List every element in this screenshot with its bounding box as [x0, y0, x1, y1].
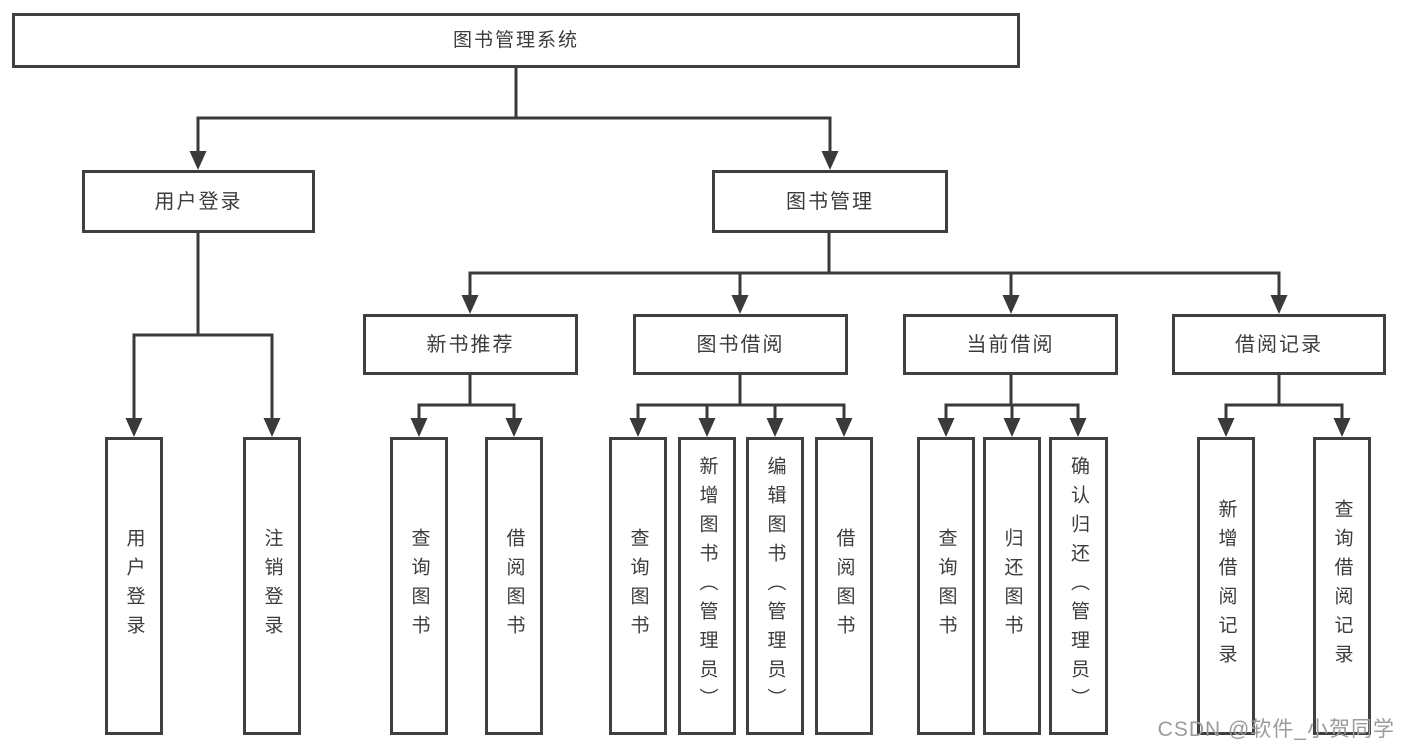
node-label: 图书借阅: [696, 333, 785, 356]
node-add-book-admin: 新增图书（管理员）: [678, 437, 736, 735]
node-label: 用户登录: [154, 190, 243, 213]
node-label: 查询图书: [408, 528, 430, 644]
node-book-borrowing: 图书借阅: [633, 314, 848, 375]
node-logout: 注销登录: [243, 437, 301, 735]
node-return-books: 归还图书: [983, 437, 1041, 735]
node-label: 归还图书: [1001, 528, 1023, 644]
node-book-management: 图书管理: [712, 170, 948, 233]
node-borrow-books: 借阅图书: [815, 437, 873, 735]
node-label: 用户登录: [123, 528, 145, 644]
csdn-watermark: CSDN @软件_小贺同学: [1157, 718, 1395, 741]
node-query-books-current: 查询图书: [917, 437, 975, 735]
node-label: 借阅图书: [833, 528, 855, 644]
node-label: 查询图书: [935, 528, 957, 644]
node-label: 借阅图书: [503, 528, 525, 644]
node-label: 新书推荐: [426, 333, 515, 356]
node-query-borrow-record: 查询借阅记录: [1313, 437, 1371, 735]
node-label: 注销登录: [261, 528, 283, 644]
node-label: 新增借阅记录: [1215, 499, 1237, 673]
node-label: 图书管理: [786, 190, 874, 213]
node-label: 查询借阅记录: [1331, 499, 1353, 673]
node-label: 借阅记录: [1235, 333, 1323, 356]
node-new-book-recommendation: 新书推荐: [363, 314, 578, 375]
node-library-management-system: 图书管理系统: [12, 13, 1020, 68]
node-add-borrow-record: 新增借阅记录: [1197, 437, 1255, 735]
node-label: 新增图书（管理员）: [696, 455, 718, 717]
node-borrow-books-recommend: 借阅图书: [485, 437, 543, 735]
node-confirm-return-admin: 确认归还（管理员）: [1049, 437, 1108, 735]
node-label: 确认归还（管理员）: [1068, 455, 1089, 717]
node-user-login: 用户登录: [105, 437, 163, 735]
node-label: 当前借阅: [966, 333, 1055, 356]
node-label: 编辑图书（管理员）: [764, 455, 786, 717]
node-user-login-branch: 用户登录: [82, 170, 315, 233]
node-label: 图书管理系统: [452, 30, 579, 51]
node-current-borrowing: 当前借阅: [903, 314, 1118, 375]
node-borrowing-records: 借阅记录: [1172, 314, 1386, 375]
node-query-books-recommend: 查询图书: [390, 437, 448, 735]
node-edit-book-admin: 编辑图书（管理员）: [746, 437, 804, 735]
node-label: 查询图书: [627, 528, 649, 644]
node-query-books-borrow: 查询图书: [609, 437, 667, 735]
